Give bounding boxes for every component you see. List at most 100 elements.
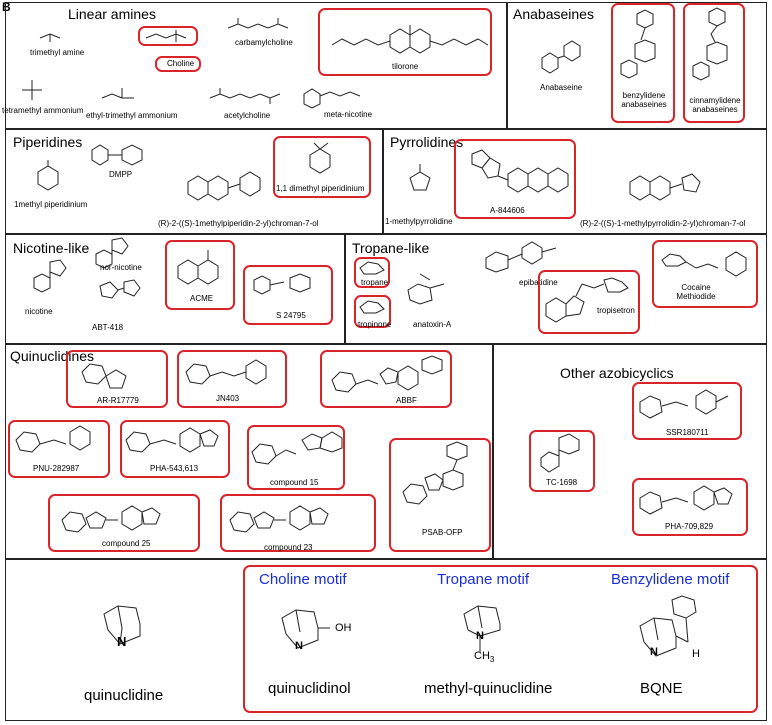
molecule-compound-25: [61, 505, 161, 533]
highlight-compound-25: [48, 494, 200, 552]
panel-title: Pyrrolidines: [390, 134, 464, 150]
molecule-carbamylcholine: [227, 18, 289, 29]
label-s-24795: S 24795: [276, 311, 306, 320]
molecule-psab-ofp: [402, 441, 468, 505]
molecule-nicotine: [33, 259, 67, 293]
label-bqne: BQNE: [640, 680, 683, 697]
label-meta-nicotine: meta-nicotine: [324, 110, 373, 119]
molecule-nor-nicotine: [95, 237, 129, 269]
molecule-dimethyl-piperidinium: [309, 142, 331, 174]
label-cinnamylidene-anabaseines: cinnamylidene anabaseines: [689, 96, 741, 114]
label-abbf: ABBF: [396, 396, 417, 405]
molecule-acetylcholine: [209, 88, 281, 104]
label-tetramethyl-ammonium: tetramethyl ammonium: [2, 106, 84, 115]
molecule-pha-543613: [125, 427, 219, 453]
panel-title: Tropane-like: [352, 240, 430, 256]
molecule-tropinone: [359, 300, 385, 314]
highlight-compound-15: [247, 425, 345, 490]
molecule-dmpp: [91, 144, 143, 166]
panel-tropane-like: [345, 234, 767, 344]
molecule-methyl-piperidinium: [37, 160, 59, 191]
atom-n-methyl: N: [476, 630, 484, 642]
highlight-cocaine-methiodide: [652, 240, 758, 308]
label-tropisetron: tropisetron: [597, 306, 635, 315]
highlight-pha-543613: [120, 420, 230, 478]
highlight-tropinone: [354, 295, 391, 328]
atom-n-quinuclidinol: N: [295, 640, 303, 652]
label-methyl-quinuclidine: methyl-quinuclidine: [424, 680, 553, 697]
highlight-cinnamylidene-anabaseines: [683, 3, 745, 123]
highlight-tropane: [354, 257, 390, 288]
label-acme: ACME: [190, 294, 214, 303]
atom-ch3: CH3: [474, 650, 494, 664]
molecule-cocaine-methiodide: [661, 251, 747, 277]
atom-ch: CH: [474, 650, 490, 662]
atom-oh: OH: [335, 622, 352, 634]
atom-h: H: [692, 648, 700, 660]
molecule-acme: [177, 250, 219, 285]
label-compound-23: compound 23: [264, 543, 313, 552]
molecule-tropisetron: [545, 277, 629, 323]
label-jn403: JN403: [216, 394, 240, 403]
title-benzylidene-motif: Benzylidene motif: [611, 571, 730, 588]
label-ar-r17779: AR-R17779: [97, 396, 139, 405]
label-anatoxin-a: anatoxin-A: [413, 320, 452, 329]
panel-pyrrolidines: [383, 129, 767, 234]
molecule-methyl-quinuclidine: [463, 605, 501, 652]
label-a-844606: A-844606: [490, 206, 525, 215]
title-choline-motif: Choline motif: [259, 571, 347, 588]
label-pnu-282987: PNU-282987: [33, 464, 80, 473]
label-choline: Choline: [167, 59, 195, 68]
molecule-ssr180711: [639, 389, 729, 419]
label-benzylidene-anabaseines: benzylidene anabaseines: [621, 91, 667, 109]
label-carbamylcholine: carbamylcholine: [235, 38, 293, 47]
panel-linear-amines: [5, 2, 507, 129]
molecule-compound-15: [251, 431, 343, 465]
label-compound-25: compound 25: [102, 539, 151, 548]
label-abt-418: ABT-418: [92, 323, 124, 332]
panel-anabaseines: [507, 2, 767, 129]
highlight-choline-label: [155, 56, 201, 72]
figure-label: B: [2, 0, 11, 14]
label-tropinone: tropinone: [358, 320, 392, 329]
label-quinuclidinol: quinuclidinol: [268, 680, 351, 697]
molecule-quinuclidine: [103, 605, 141, 645]
molecule-tetramethyl-ammonium: [22, 80, 42, 100]
panel-title: Anabaseines: [513, 6, 594, 22]
molecule-epibatidine: [485, 241, 557, 273]
molecule-tropane: [359, 261, 385, 275]
highlight-motifs: [243, 565, 758, 713]
molecule-bqne: [639, 595, 697, 657]
label-nor-nicotine: nor-nicotine: [100, 263, 142, 272]
label-methylpyrrolidine: 1-methylpyrrolidine: [385, 217, 453, 226]
panel-motifs: [5, 559, 767, 721]
molecule-meta-nicotine: [303, 88, 361, 109]
label-psab-ofp: PSAB-OFP: [422, 528, 463, 537]
highlight-ar-r17779: [66, 350, 168, 408]
atom-n-bqne: N: [650, 646, 658, 658]
label-dmpp: DMPP: [109, 170, 133, 179]
molecule-pnu-282987: [15, 425, 91, 453]
label-ssr180711: SSR180711: [666, 428, 709, 437]
molecule-pha-709829: [639, 485, 733, 515]
label-pha-709829: PHA-709,829: [665, 522, 714, 531]
highlight-choline: [138, 26, 198, 46]
label-quinuclidine: quinuclidine: [84, 687, 164, 704]
label-tilorone: tilorone: [392, 62, 419, 71]
highlight-acme: [165, 240, 235, 310]
panel-piperidines: [5, 129, 383, 234]
molecule-anabaseine: [541, 40, 581, 74]
molecule-anatoxin-a: [407, 273, 445, 305]
molecule-benzylidene-anabaseines: [620, 9, 656, 79]
molecule-ethyl-trimethyl-ammonium: [101, 88, 134, 99]
panel-quinuclidines: [5, 344, 493, 559]
panel-title: Linear amines: [68, 6, 156, 22]
panel-title: Quinuclidines: [10, 348, 95, 364]
panel-nicotine-like: [5, 234, 345, 344]
highlight-ssr180711: [632, 382, 742, 440]
label-chromanol-pyrrolidine: (R)-2-((S)-1-methylpyrrolidin-2-yl)chrom…: [580, 219, 746, 228]
label-trimethyl-amine: trimethyl amine: [30, 48, 85, 57]
highlight-tc-1698: [529, 430, 595, 492]
molecule-abt-418: [99, 279, 141, 299]
panel-title: Nicotine-like: [13, 240, 90, 256]
